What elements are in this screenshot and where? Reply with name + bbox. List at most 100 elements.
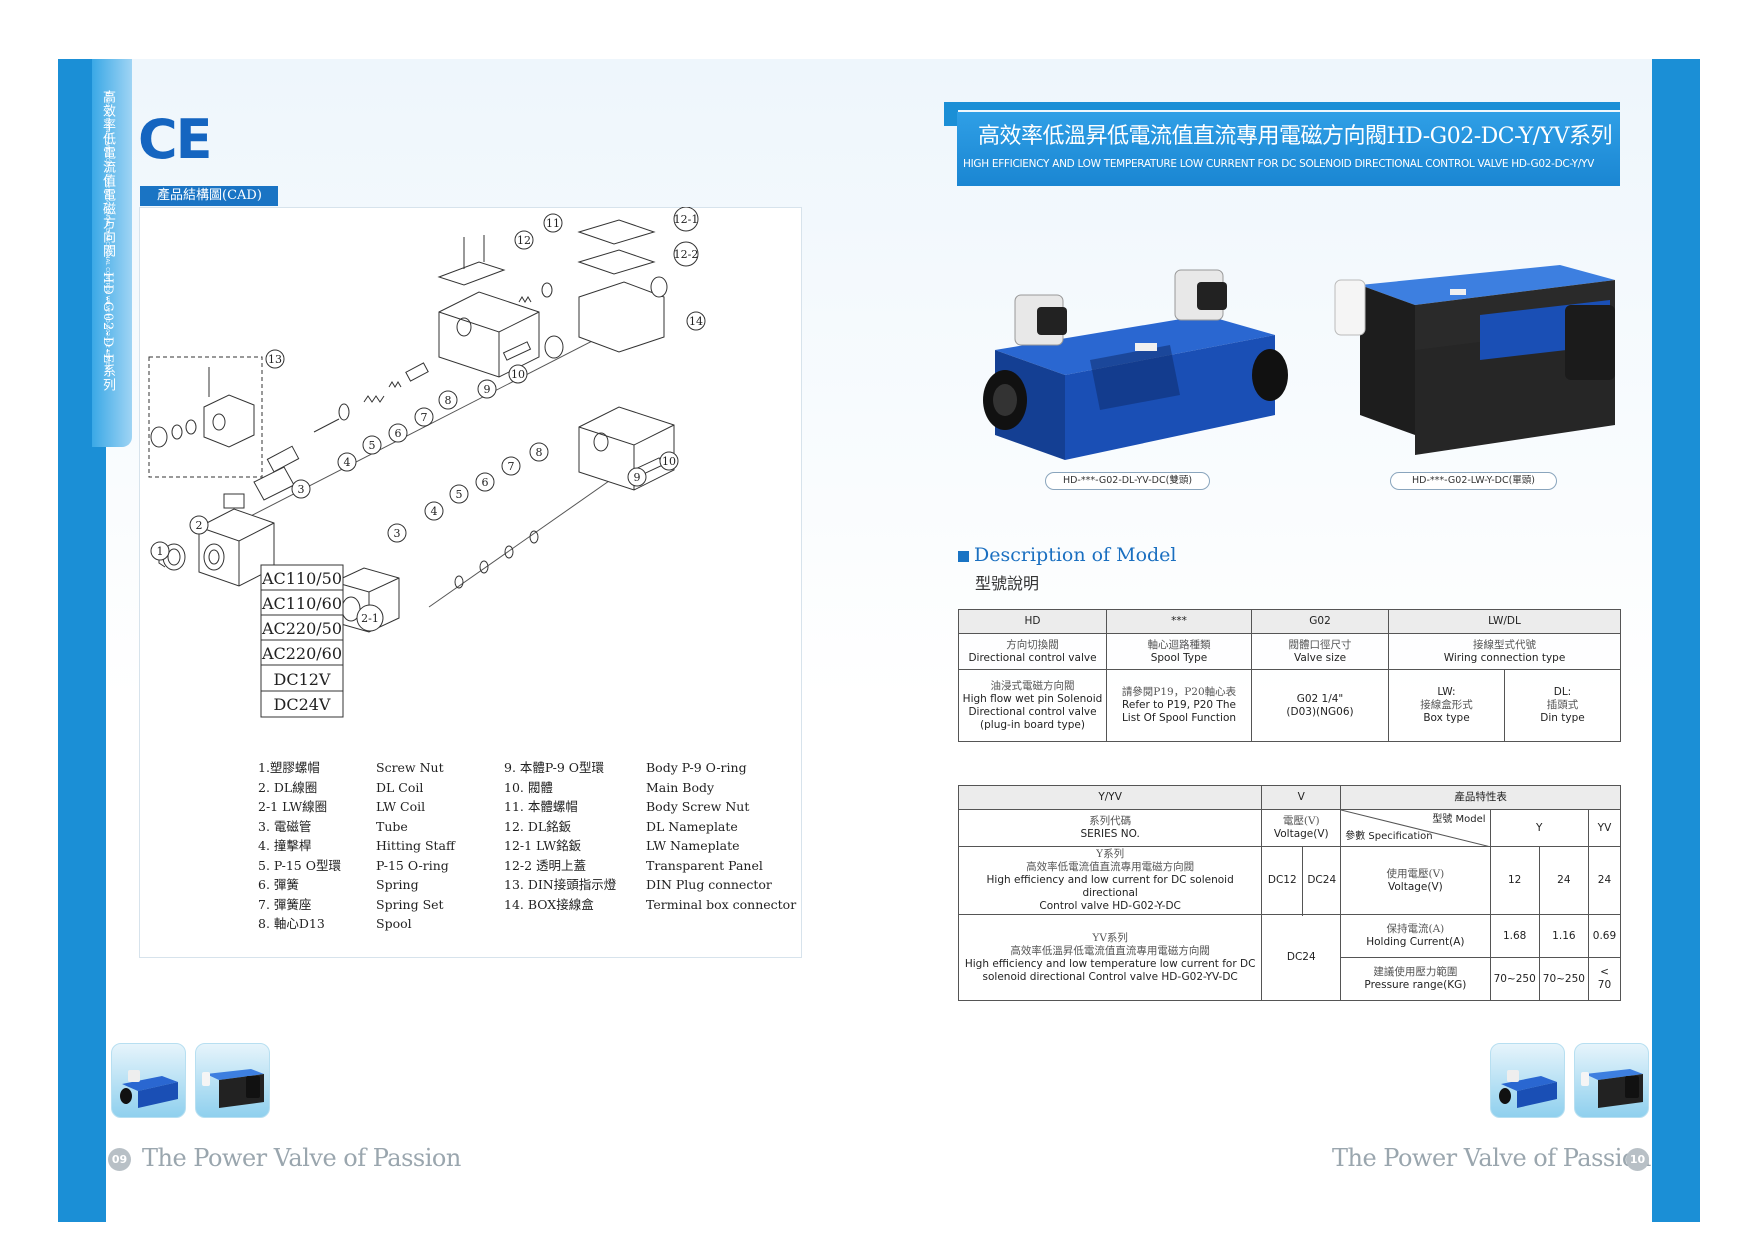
description-title-en: Description of Model <box>974 544 1177 566</box>
callout-label: 8 <box>536 446 543 459</box>
spec-cell: DC12 <box>1261 846 1304 915</box>
spring-and-ring-parts <box>313 282 553 433</box>
spec-cell: < 70 <box>1587 957 1622 1001</box>
page-title-en: HIGH EFFICIENCY AND LOW TEMPERATURE LOW … <box>963 158 1594 170</box>
voltage-label: AC220/50 <box>261 619 342 638</box>
spec-cell: YV <box>1587 809 1622 847</box>
spec-cell: DC24 <box>1302 846 1342 915</box>
side-title-en: HIGH EFFICIENCY AND LOW CURRENT SOLENOID… <box>104 92 110 369</box>
diagonal-line <box>1341 810 1492 847</box>
main-body-lower-drawing <box>578 406 675 491</box>
callout-label: 5 <box>369 439 376 452</box>
page-number-left: 09 <box>108 1148 131 1171</box>
callout-label: 3 <box>394 527 401 540</box>
description-bullet <box>958 551 969 562</box>
callout-label: 2-1 <box>361 612 379 625</box>
din-plug-group-box <box>148 356 263 478</box>
model-header: *** <box>1106 609 1252 634</box>
spec-cell: 70~250 <box>1538 957 1589 1001</box>
thumbnail-single-valve-right <box>1574 1043 1649 1118</box>
callout-label: 14 <box>689 315 703 328</box>
callout-label: 2 <box>196 519 203 532</box>
callout-label: 12 <box>517 234 531 247</box>
spec-cell: 1.16 <box>1538 914 1589 958</box>
spec-cell: 24 <box>1587 846 1622 915</box>
voltage-label: AC110/50 <box>261 569 342 588</box>
callout-label: 1 <box>157 545 164 558</box>
callout-label: 3 <box>298 483 305 496</box>
callout-label: 12-2 <box>674 248 699 261</box>
spec-cell: 保持電流(A)Holding Current(A) <box>1340 914 1491 958</box>
thumbnail-double-valve-right <box>1490 1043 1565 1118</box>
spec-cell: 24 <box>1538 846 1589 915</box>
callout-label: 7 <box>508 460 515 473</box>
callout-label: 12-1 <box>674 213 699 226</box>
spec-cell: DC24 <box>1261 914 1342 1001</box>
title-banner <box>957 112 1620 186</box>
spec-header: 產品特性表 <box>1340 785 1621 810</box>
voltage-label: AC110/60 <box>261 594 342 613</box>
callout-label: 6 <box>395 427 402 440</box>
right-edge-bar <box>1652 59 1700 1222</box>
dl-coil-drawing <box>198 493 275 587</box>
product-image-single-solenoid <box>1334 265 1615 455</box>
spec-cell: Y <box>1489 809 1589 847</box>
spec-header: V <box>1261 785 1342 810</box>
callout-label: 10 <box>511 368 525 381</box>
page-number-right: 10 <box>1626 1148 1649 1171</box>
side-title-cn: 高效率低電流值電磁方向閥 HD-G02-D-E系列 <box>100 90 115 393</box>
callout-label: 7 <box>421 411 428 424</box>
side-tab <box>92 59 132 447</box>
callout-label: 4 <box>431 505 438 518</box>
model-header: LW/DL <box>1388 609 1621 634</box>
cad-label: 產品結構圖(CAD) <box>140 186 278 206</box>
callout-label: 4 <box>344 456 351 469</box>
spec-cell: 70~250 <box>1489 957 1540 1001</box>
title-accent-corner <box>944 102 958 126</box>
callout-label: 8 <box>445 394 452 407</box>
spec-cell: 0.69 <box>1587 914 1622 958</box>
callout-label: 9 <box>634 471 641 484</box>
spec-cell: 使用電壓(V)Voltage(V) <box>1340 846 1491 915</box>
exploded-view-diagram: 1 2 3 4 5 6 7 8 9 10 11 12 12-1 12-2 13 … <box>148 207 706 718</box>
spec-cell: 12 <box>1489 846 1540 915</box>
callout-labels: 1 2 3 4 5 6 7 8 9 10 11 12 12-1 12-2 13 … <box>157 213 704 625</box>
model-header: HD <box>958 609 1107 634</box>
assembly-axis-lower <box>428 466 630 608</box>
spec-cell: 電壓(V)Voltage(V) <box>1261 809 1342 847</box>
voltage-label: DC24V <box>274 695 331 714</box>
model-cell: G02 1/4"(D03)(NG06) <box>1251 669 1389 742</box>
nameplate-drawing <box>437 235 506 286</box>
spec-header: Y/YV <box>957 785 1263 810</box>
callout-label: 11 <box>546 217 560 230</box>
spec-cell: 1.68 <box>1489 914 1540 958</box>
tube-drawing <box>253 445 300 501</box>
callout-label: 13 <box>268 353 282 366</box>
title-accent-bar <box>944 102 1620 110</box>
product-caption-single: HD-***-G02-LW-Y-DC(單頭) <box>1390 472 1557 490</box>
product-image-double-solenoid <box>983 269 1288 460</box>
callout-label: 6 <box>482 476 489 489</box>
model-header: G02 <box>1251 609 1389 634</box>
voltage-label: AC220/60 <box>261 644 342 663</box>
footer-slogan-right: The Power Valve of Passion <box>1332 1144 1651 1172</box>
voltage-label: DC12V <box>274 670 331 689</box>
thumbnail-single-valve <box>195 1043 270 1118</box>
footer-slogan-left: The Power Valve of Passion <box>142 1144 461 1172</box>
